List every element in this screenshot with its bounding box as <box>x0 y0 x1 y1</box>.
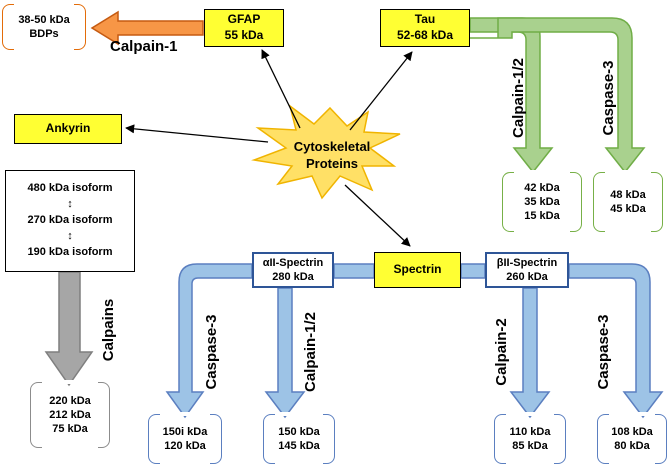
ankyrin-product-3: 75 kDa <box>52 423 88 436</box>
alpha-left-enzyme-label: Caspase-3 <box>203 314 220 390</box>
ankyrin-isoform-480: 480 kDa isoform <box>27 182 113 195</box>
beta-spectrin-box: βII-Spectrin 260 kDa <box>485 252 569 288</box>
ankyrin-node: Ankyrin <box>14 114 122 144</box>
ankyrin-isoform-270: 270 kDa isoform <box>27 214 113 227</box>
tau-right-enzyme-label: Caspase-3 <box>600 60 617 136</box>
gfap-bdps-line-1: 38-50 kDa <box>18 13 70 26</box>
beta-caspase3-product-1: 108 kDa <box>611 425 653 438</box>
gfap-bdps-text: 38-50 kDa BDPs <box>2 4 86 50</box>
gfap-size: 55 kDa <box>224 28 264 42</box>
spectrin-name: Spectrin <box>393 262 442 277</box>
arrow-to-tau <box>349 51 413 131</box>
beta-calpain2-product-2: 85 kDa <box>512 440 548 452</box>
arrow-to-gfap <box>261 49 301 129</box>
tau-name: Tau <box>414 12 436 27</box>
tau-size: 52-68 kDa <box>396 28 454 42</box>
tau-calpain-products-text: 42 kDa 35 kDa 15 kDa <box>502 172 582 232</box>
tau-caspase-product-2: 45 kDa <box>610 203 646 215</box>
alpha-calpain12-product-1: 150 kDa <box>278 425 320 438</box>
beta-caspase3-product-2: 80 kDa <box>614 440 650 452</box>
arrow-to-spectrin <box>344 184 411 247</box>
beta-caspase3-products-text: 108 kDa 80 kDa <box>597 414 667 464</box>
beta-calpain2-arrow <box>509 287 551 419</box>
ankyrin-isoforms-box: 480 kDa isoform ↕ 270 kDa isoform ↕ 190 … <box>5 170 135 272</box>
alpha-calpain12-arrow <box>264 287 306 419</box>
spectrin-link-left <box>333 263 375 279</box>
alpha-caspase3-products-text: 150i kDa 120 kDa <box>148 414 222 464</box>
beta-caspase3-arrow <box>568 263 664 419</box>
ankyrin-enzyme-label: Calpains <box>100 298 117 362</box>
beta-spectrin-name: βII-Spectrin <box>496 256 558 269</box>
ankyrin-isoform-arrow-1: ↕ <box>67 198 73 211</box>
gfap-enzyme-label: Calpain-1 <box>110 38 178 55</box>
alpha-calpain12-product-2: 145 kDa <box>278 440 320 452</box>
alpha-caspase3-product-2: 120 kDa <box>164 440 206 452</box>
spectrin-link-right <box>460 263 486 279</box>
cytoskeletal-proteins-label: Cytoskeletal Proteins <box>280 134 384 178</box>
spectrin-node: Spectrin <box>374 252 461 288</box>
ankyrin-name: Ankyrin <box>45 121 91 136</box>
ankyrin-product-1: 220 kDa <box>49 394 91 407</box>
ankyrin-product-2: 212 kDa <box>49 408 91 421</box>
beta-spectrin-size: 260 kDa <box>506 271 548 283</box>
tau-calpain-product-3: 15 kDa <box>524 210 560 223</box>
gfap-name: GFAP <box>227 12 261 27</box>
beta-calpain2-product-1: 110 kDa <box>509 425 551 438</box>
beta-right-enzyme-label: Caspase-3 <box>595 314 612 390</box>
alpha-spectrin-size: 280 kDa <box>272 271 314 283</box>
beta-left-enzyme-label: Calpain-2 <box>493 318 510 386</box>
ankyrin-calpains-arrow <box>44 271 94 387</box>
tau-calpain-product-2: 35 kDa <box>524 195 560 208</box>
alpha-caspase3-arrow <box>165 263 253 419</box>
tau-left-enzyme-label: Calpain-1/2 <box>510 57 527 139</box>
alpha-right-enzyme-label: Calpain-1/2 <box>302 311 319 393</box>
center-line-1: Cytoskeletal <box>293 139 371 155</box>
tau-caspase-products-text: 48 kDa 45 kDa <box>593 172 663 232</box>
ankyrin-isoform-arrow-2: ↕ <box>67 229 73 242</box>
alpha-spectrin-name: αII-Spectrin <box>262 256 324 269</box>
alpha-spectrin-box: αII-Spectrin 280 kDa <box>252 252 334 288</box>
alpha-caspase3-product-1: 150i kDa <box>162 425 208 438</box>
gfap-bdps-line-2: BDPs <box>29 28 59 40</box>
gfap-node: GFAP 55 kDa <box>204 9 284 47</box>
center-line-2: Proteins <box>305 156 358 171</box>
tau-calpain-product-1: 42 kDa <box>524 181 560 194</box>
arrow-to-ankyrin <box>125 124 269 143</box>
cytoskeletal-starburst <box>251 104 401 200</box>
tau-node: Tau 52-68 kDa <box>380 9 470 47</box>
alpha-calpain12-products-text: 150 kDa 145 kDa <box>263 414 335 464</box>
ankyrin-isoform-190: 190 kDa isoform <box>27 245 113 258</box>
ankyrin-products-text: 220 kDa 212 kDa 75 kDa <box>30 382 110 448</box>
gfap-cleavage-arrow <box>90 10 204 46</box>
beta-calpain2-products-text: 110 kDa 85 kDa <box>494 414 566 464</box>
tau-caspase-product-1: 48 kDa <box>610 188 646 201</box>
